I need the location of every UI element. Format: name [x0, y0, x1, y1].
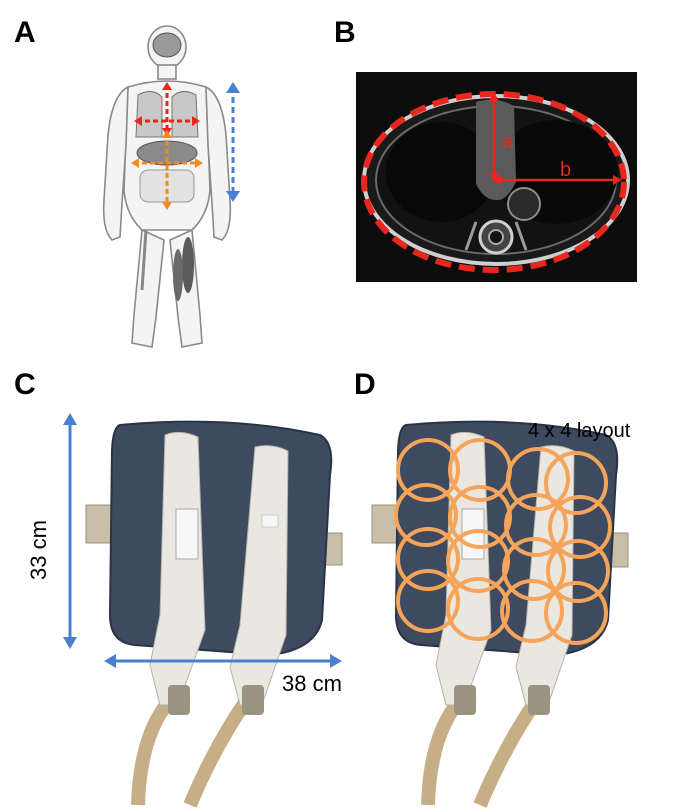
layout-label: 4 x 4 layout	[528, 420, 631, 442]
height-dimension-label: 33 cm	[26, 520, 51, 580]
panel-letter-a: A	[14, 16, 36, 50]
width-dimension-label: 38 cm	[282, 671, 342, 696]
panel-a-body-diagram	[90, 25, 270, 350]
panel-letter-c: C	[14, 368, 36, 402]
panel-c-coil-pad: 33 cm 38 cm	[0, 405, 350, 810]
panel-letter-d: D	[354, 368, 376, 402]
panel-d-coil-layout: 4 x 4 layout	[350, 405, 675, 810]
coil-pad-icon	[372, 422, 628, 805]
panel-letter-b: B	[334, 16, 356, 50]
brain-icon	[153, 33, 181, 57]
coil-pad-icon	[86, 422, 342, 805]
dimension-label-a: a	[502, 131, 514, 153]
panel-b-mri-scan: a b	[356, 72, 637, 282]
dimension-label-b: b	[560, 159, 571, 181]
